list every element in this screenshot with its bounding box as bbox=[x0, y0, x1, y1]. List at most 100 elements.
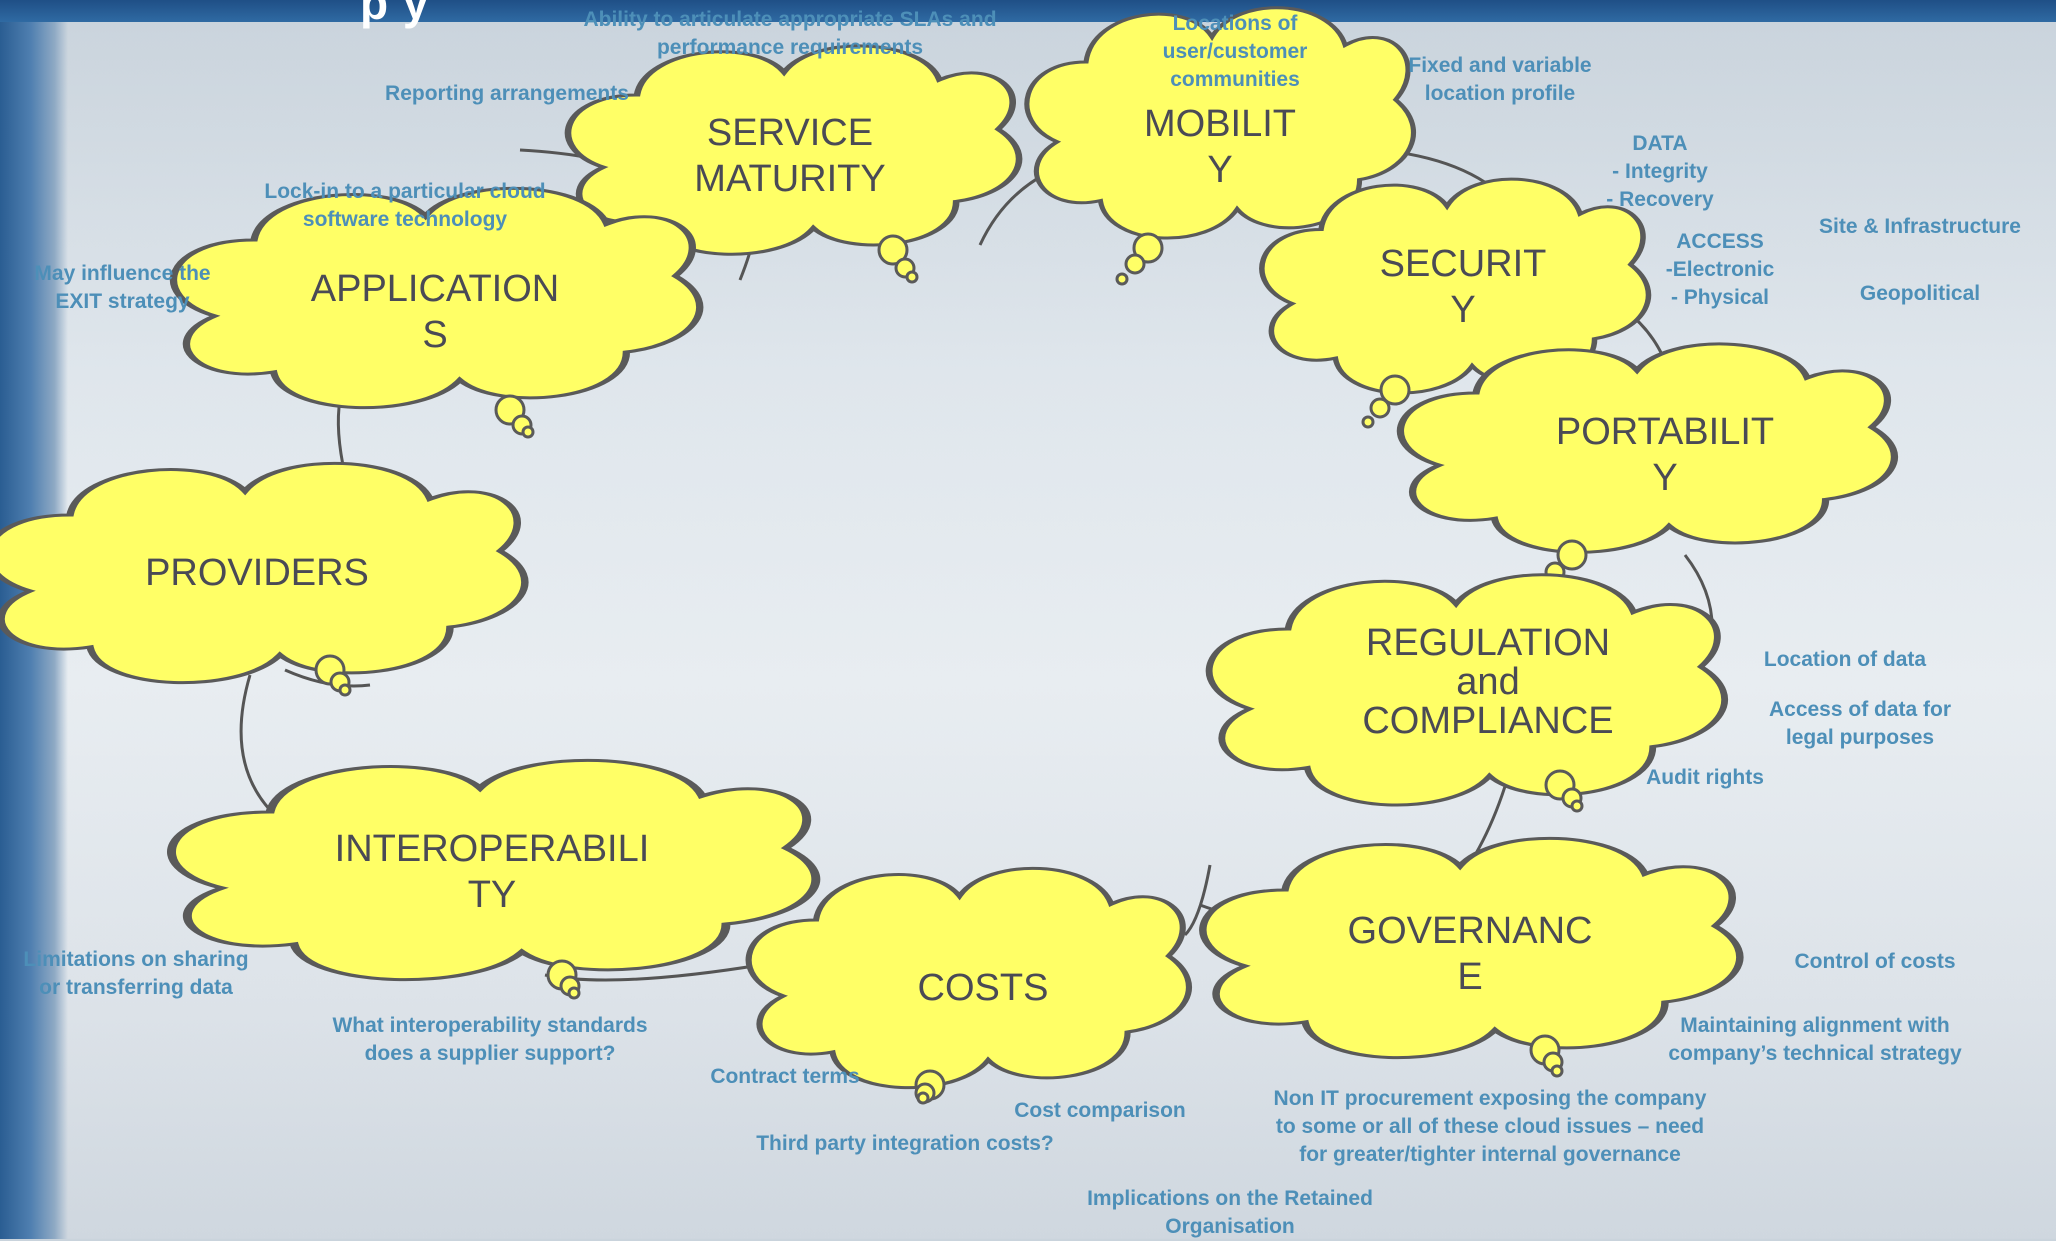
thought-bubble-security bbox=[1379, 374, 1411, 406]
note-line: user/customer bbox=[1162, 40, 1308, 63]
cloud-security: SECURIT Y bbox=[1343, 241, 1583, 333]
cloud-governance-line: E bbox=[1457, 956, 1483, 998]
thought-bubble-governance bbox=[1550, 1064, 1564, 1078]
cloud-portability-line: Y bbox=[1652, 457, 1678, 499]
note-line: Access of data for bbox=[1768, 698, 1952, 721]
note-line: company’s technical strategy bbox=[1668, 1042, 1962, 1065]
note-audit-rights: Audit rights bbox=[1625, 764, 1785, 792]
cloud-governance-line: GOVERNANC bbox=[1347, 910, 1593, 952]
thought-bubble-mobility bbox=[1124, 253, 1146, 275]
cloud-portability-line: PORTABILIT bbox=[1555, 411, 1775, 453]
note-access: ACCESS -Electronic - Physical bbox=[1640, 228, 1800, 312]
note-line: - Integrity bbox=[1612, 160, 1708, 183]
note-exit: May influence the EXIT strategy bbox=[15, 260, 230, 316]
note-line: Control of costs bbox=[1794, 950, 1956, 973]
cloud-providers: PROVIDERS bbox=[117, 550, 397, 596]
note-reporting: Reporting arrangements bbox=[367, 80, 647, 108]
note-line: Reporting arrangements bbox=[385, 82, 629, 105]
cloud-interoperability: INTEROPERABILI TY bbox=[302, 826, 682, 918]
title-bar bbox=[0, 0, 2056, 22]
note-line: Maintaining alignment with bbox=[1680, 1014, 1950, 1037]
cloud-regulation-line: and bbox=[1456, 661, 1520, 703]
note-alignment: Maintaining alignment with company’s tec… bbox=[1630, 1012, 2000, 1068]
note-line: ACCESS bbox=[1676, 230, 1764, 253]
cloud-interoperability-line: INTEROPERABILI bbox=[334, 828, 650, 870]
thought-bubble-service-maturity bbox=[877, 234, 909, 266]
note-limitations: Limitations on sharing or transferring d… bbox=[0, 946, 272, 1002]
connector-arc bbox=[1183, 864, 1212, 937]
connector-arc bbox=[239, 674, 272, 812]
note-line: legal purposes bbox=[1785, 726, 1935, 749]
cloud-mobility-line: MOBILIT bbox=[1143, 103, 1297, 145]
cloud-applications-line: S bbox=[422, 314, 448, 356]
note-line: for greater/tighter internal governance bbox=[1299, 1143, 1681, 1166]
thought-bubble-providers bbox=[338, 683, 352, 697]
cloud-regulation-line: REGULATION bbox=[1365, 622, 1611, 664]
note-data: DATA - Integrity - Recovery bbox=[1575, 130, 1745, 214]
note-line: Ability to articulate appropriate SLAs a… bbox=[583, 8, 997, 31]
note-line: -Electronic bbox=[1665, 258, 1775, 281]
cloud-security-line: Y bbox=[1450, 289, 1476, 331]
note-line: What interoperability standards bbox=[332, 1014, 648, 1037]
note-line: DATA bbox=[1632, 132, 1688, 155]
note-line: Locations of bbox=[1172, 12, 1298, 35]
note-locations: Locations of user/customer communities bbox=[1135, 10, 1335, 94]
cloud-costs: COSTS bbox=[883, 965, 1083, 1011]
cloud-costs-line: COSTS bbox=[917, 967, 1049, 1009]
note-lockin: Lock-in to a particular cloud software t… bbox=[230, 178, 580, 234]
note-third-party: Third party integration costs? bbox=[725, 1130, 1085, 1158]
note-line: Non IT procurement exposing the company bbox=[1273, 1087, 1707, 1110]
note-line: Location of data bbox=[1763, 648, 1927, 671]
cloud-service-maturity: SERVICE MATURITY bbox=[660, 110, 920, 202]
cloud-regulation-line: COMPLIANCE bbox=[1362, 700, 1614, 742]
cloud-regulation: REGULATION and COMPLIANCE bbox=[1318, 624, 1658, 741]
note-slas: Ability to articulate appropriate SLAs a… bbox=[540, 6, 1040, 62]
note-line: Implications on the Retained bbox=[1087, 1187, 1373, 1210]
note-line: Fixed and variable bbox=[1408, 54, 1592, 77]
note-line: does a supplier support? bbox=[364, 1042, 616, 1065]
note-line: software technology bbox=[302, 208, 508, 231]
note-non-it-procurement: Non IT procurement exposing the company … bbox=[1230, 1085, 1750, 1169]
cloud-portability: PORTABILIT Y bbox=[1520, 409, 1810, 501]
note-cost-comparison: Cost comparison bbox=[985, 1097, 1215, 1125]
thought-bubble-regulation bbox=[1570, 799, 1584, 813]
cloud-providers-line: PROVIDERS bbox=[145, 552, 369, 594]
note-line: location profile bbox=[1424, 82, 1576, 105]
note-line: Contract terms bbox=[710, 1065, 860, 1088]
note-line: communities bbox=[1170, 68, 1300, 91]
thought-bubble-mobility bbox=[1115, 272, 1129, 286]
note-line: Lock-in to a particular cloud bbox=[264, 180, 546, 203]
note-line: or transferring data bbox=[39, 976, 233, 999]
cloud-security-line: SECURIT bbox=[1379, 243, 1547, 285]
note-line: - Physical bbox=[1670, 286, 1770, 309]
slide-title-fragment: p y bbox=[360, 0, 430, 29]
note-line: Limitations on sharing bbox=[23, 948, 249, 971]
note-line: EXIT strategy bbox=[55, 290, 190, 313]
note-location-of-data: Location of data bbox=[1745, 646, 1945, 674]
cloud-mobility-line: Y bbox=[1207, 149, 1233, 191]
note-retained-organisation: Implications on the Retained Organisatio… bbox=[1040, 1185, 1420, 1241]
thought-bubble-interoperability bbox=[567, 986, 581, 1000]
cloud-service-maturity-line: SERVICE bbox=[706, 112, 874, 154]
cloud-service-maturity-line: MATURITY bbox=[694, 158, 886, 200]
thought-bubble-applications bbox=[521, 425, 535, 439]
cloud-mobility: MOBILIT Y bbox=[1110, 101, 1330, 193]
note-line: Audit rights bbox=[1646, 766, 1764, 789]
note-standards: What interoperability standards does a s… bbox=[300, 1012, 680, 1068]
note-line: May influence the bbox=[34, 262, 211, 285]
cloud-applications-line: APPLICATION bbox=[310, 268, 560, 310]
note-line: - Recovery bbox=[1606, 188, 1714, 211]
note-geopolitical: Geopolitical bbox=[1830, 280, 2010, 308]
cloud-governance: GOVERNANC E bbox=[1320, 908, 1620, 1000]
cloud-applications: APPLICATION S bbox=[280, 266, 590, 358]
thought-bubble-portability bbox=[1556, 539, 1588, 571]
note-line: Cost comparison bbox=[1014, 1099, 1186, 1122]
thought-bubble-security bbox=[1361, 415, 1375, 429]
note-control-costs: Control of costs bbox=[1770, 948, 1980, 976]
note-site-infrastructure: Site & Infrastructure bbox=[1800, 213, 2040, 241]
thought-bubble-service-maturity bbox=[905, 270, 919, 284]
note-line: Site & Infrastructure bbox=[1819, 215, 2021, 238]
thought-bubble-security bbox=[1369, 397, 1391, 419]
note-line: to some or all of these cloud issues – n… bbox=[1275, 1115, 1705, 1138]
